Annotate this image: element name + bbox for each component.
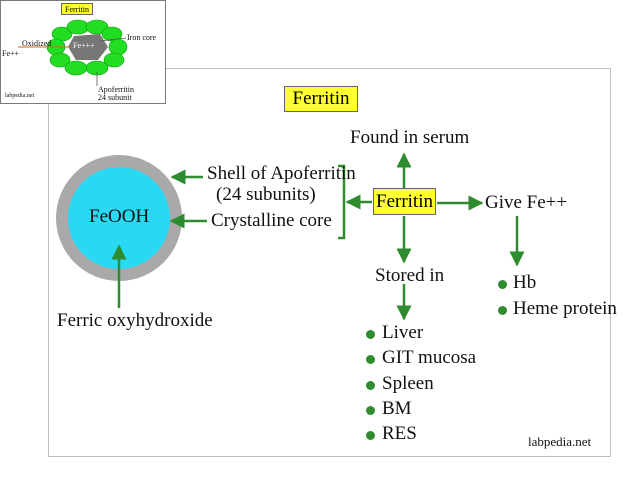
main-credit: labpedia.net [528, 434, 592, 449]
bullet [366, 431, 375, 440]
inset-oxidized-label: Oxidized [22, 39, 52, 48]
list-item: Spleen [382, 373, 434, 394]
inset-credit: labpedia.net [5, 93, 35, 99]
apoferritin-subunit [103, 52, 125, 68]
center-ferritin-box: Ferritin [373, 188, 436, 215]
ferric-label: Ferric oxyhydroxide [57, 310, 213, 331]
core-label: FeOOH [89, 206, 150, 227]
bullet [498, 280, 507, 289]
crystalline-core [68, 167, 170, 269]
inset-subunit-label: 24 subunit [98, 93, 132, 102]
bullet [366, 406, 375, 415]
bracket [338, 164, 346, 240]
list-item: Hb [513, 272, 537, 293]
inset-apoferritin-label: Apoferritin [98, 85, 134, 94]
inset-graphics [18, 19, 128, 86]
give-label: Give Fe++ [485, 192, 568, 213]
found-label: Found in serum [350, 127, 470, 148]
inset-title: Ferritin [61, 3, 93, 15]
list-item: RES [382, 423, 417, 444]
inset-iron-core [68, 34, 108, 60]
apoferritin-subunit [85, 19, 109, 35]
inset-fe-center: Fe+++ [73, 41, 95, 50]
list-item: Heme protein [513, 298, 617, 319]
apoferritin-subunit [49, 52, 71, 68]
shell-label-line1: Shell of Apoferritin [207, 163, 356, 184]
inset-frame [0, 0, 166, 104]
apoferritin-subunit [108, 38, 128, 56]
list-item: GIT mucosa [382, 347, 477, 368]
shell-label-line2: (24 subunits) [216, 184, 316, 205]
bullet [366, 381, 375, 390]
list-item: Liver [382, 322, 424, 343]
main-title: Ferritin [284, 86, 358, 112]
iron-core-line [99, 37, 127, 42]
bullet [498, 306, 507, 315]
inset-fe-in-label: Fe++ [2, 49, 20, 58]
apoferritin-subunit [64, 60, 88, 76]
bullet [366, 355, 375, 364]
list-item: BM [382, 398, 412, 419]
inset-iron-core-label: Iron core [127, 33, 157, 42]
crystalline-label: Crystalline core [211, 210, 332, 231]
stored-label: Stored in [375, 265, 445, 286]
bullet [366, 330, 375, 339]
